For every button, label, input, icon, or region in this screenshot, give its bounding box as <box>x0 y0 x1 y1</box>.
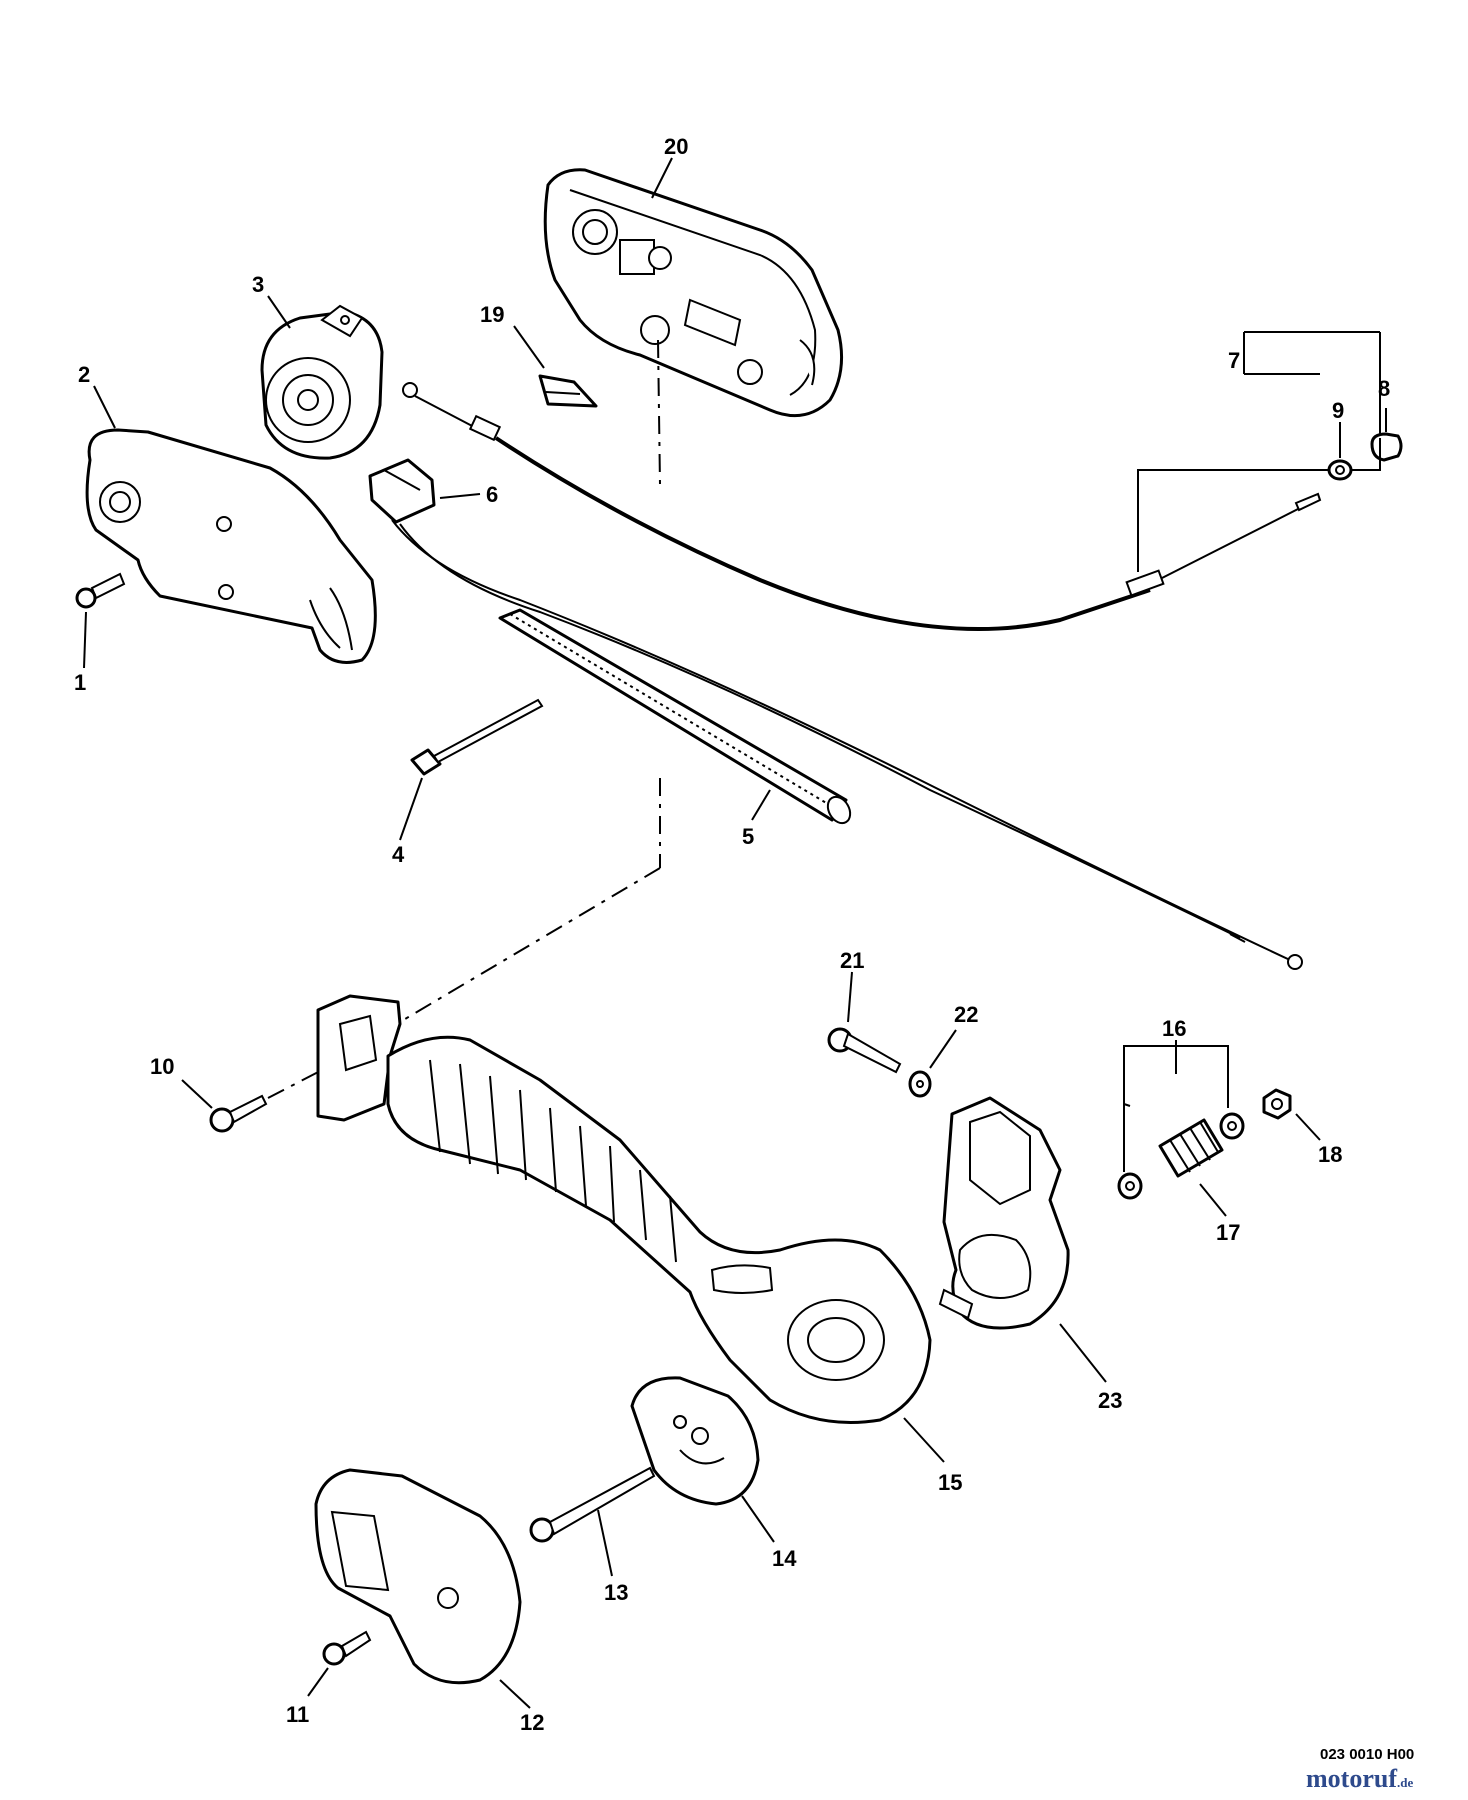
part-23-bracket <box>938 1096 1070 1330</box>
watermark-text: motoruf <box>1306 1764 1397 1793</box>
part-5-spring-sleeve <box>498 608 852 825</box>
watermark-logo: motoruf.de <box>1306 1764 1413 1794</box>
part-20-upper-housing <box>543 168 844 418</box>
callout-labels: 20 3 19 2 7 8 9 6 1 5 4 21 22 16 10 18 1… <box>74 134 1390 1735</box>
part-16-washer-left <box>1117 1172 1143 1200</box>
callout-10: 10 <box>150 1054 174 1079</box>
callout-3: 3 <box>252 272 264 297</box>
callout-9: 9 <box>1332 398 1344 423</box>
callout-11: 11 <box>286 1702 309 1727</box>
part-4-cable-tie <box>410 698 544 776</box>
callout-12: 12 <box>520 1710 544 1735</box>
part-15-handle-body <box>316 994 932 1424</box>
callout-2: 2 <box>78 362 90 387</box>
callout-21: 21 <box>840 948 864 973</box>
part-14-cam-disc <box>630 1376 760 1506</box>
part-8-end-cap <box>1370 432 1403 462</box>
callout-22: 22 <box>954 1002 978 1027</box>
part-16-washer-right <box>1219 1112 1245 1140</box>
callout-7: 7 <box>1228 348 1240 373</box>
part-13-long-screw <box>529 1466 656 1543</box>
part-7-throttle-cable <box>402 382 1322 631</box>
part-10-screw <box>209 1094 268 1133</box>
callout-20: 20 <box>664 134 688 159</box>
part-11-screw <box>322 1630 372 1666</box>
callout-8: 8 <box>1378 376 1390 401</box>
callout-17: 17 <box>1216 1220 1240 1245</box>
part-2-handle-cover <box>85 428 377 664</box>
callout-6: 6 <box>486 482 498 507</box>
part-3-trigger-module <box>260 304 384 460</box>
part-17-spring <box>1158 1118 1224 1178</box>
callout-23: 23 <box>1098 1388 1122 1413</box>
part-9-nut <box>1327 459 1353 481</box>
watermark-suffix: .de <box>1396 1775 1414 1790</box>
callout-4: 4 <box>392 842 405 867</box>
part-6-switch <box>368 458 436 524</box>
callout-5: 5 <box>742 824 754 849</box>
callout-18: 18 <box>1318 1142 1342 1167</box>
part-21-bolt <box>827 1027 902 1074</box>
part-18-nut <box>1262 1088 1292 1120</box>
callout-1: 1 <box>74 670 86 695</box>
part-1-screw <box>75 572 126 609</box>
part-12-grip-cover <box>314 1468 522 1685</box>
callout-16: 16 <box>1162 1016 1186 1041</box>
callout-15: 15 <box>938 1470 962 1495</box>
callout-19: 19 <box>480 302 504 327</box>
part-19-clip <box>538 374 598 408</box>
callout-14: 14 <box>772 1546 797 1571</box>
callout-13: 13 <box>604 1580 628 1605</box>
drawing-code: 023 0010 H00 <box>1320 1746 1415 1763</box>
part-22-washer <box>908 1070 932 1098</box>
